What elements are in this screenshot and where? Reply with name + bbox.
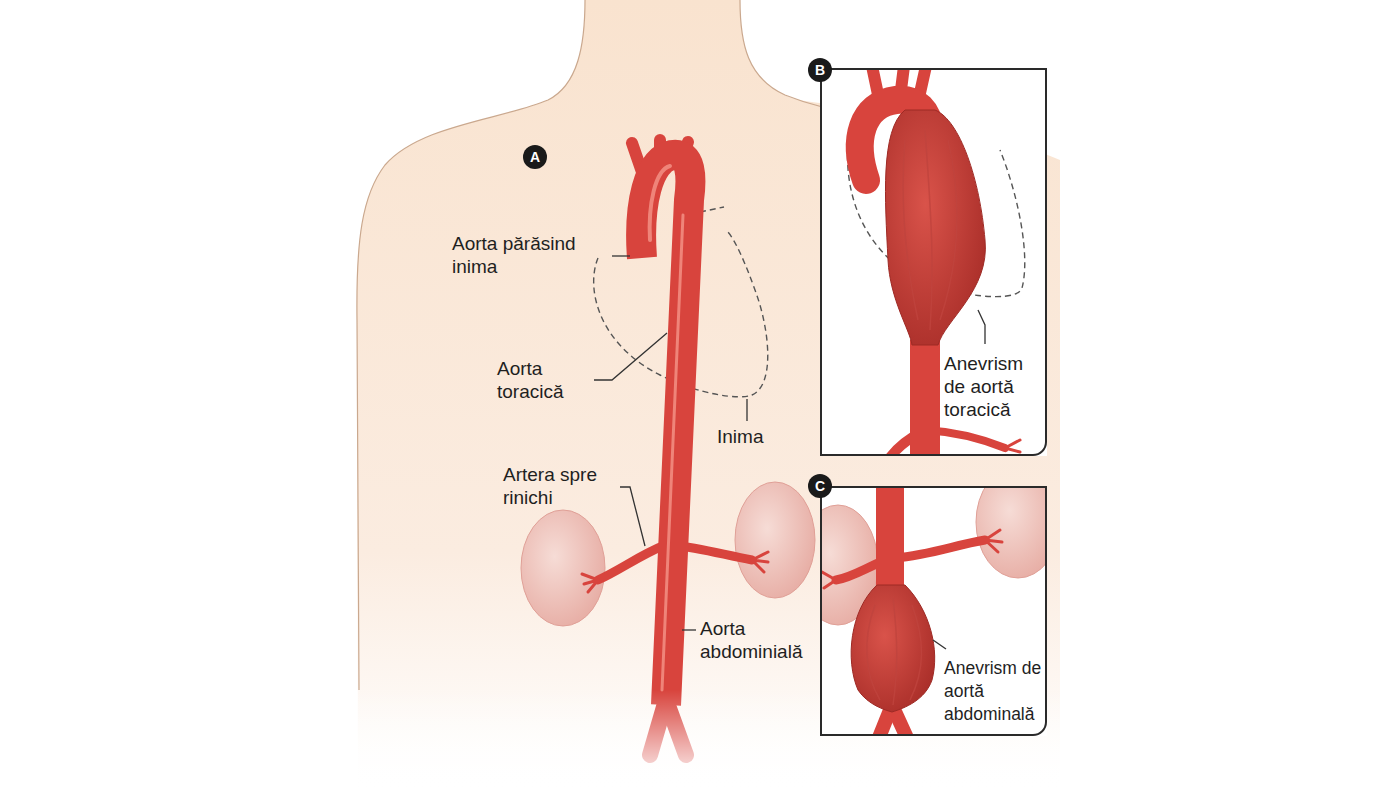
leader-line — [933, 640, 946, 649]
leader-line — [978, 310, 985, 344]
callout-letter: B — [815, 63, 825, 77]
callout-letter: A — [530, 150, 540, 164]
part-label: Aorta toracică — [497, 357, 589, 403]
part-label: Artera spre rinichi — [503, 463, 625, 509]
panel-caption: Anevrism de aortă abdominală — [944, 657, 1043, 726]
panel-caption: Anevrism de aortă toracică — [944, 352, 1043, 421]
inset-panel: Anevrism de aortă toracică — [820, 68, 1047, 456]
callout-circle: C — [808, 474, 832, 498]
body-silhouette — [357, 0, 1060, 788]
aorta — [582, 140, 768, 755]
inset-panel: Anevrism de aortă abdominală — [820, 486, 1047, 736]
abdominal-aneurysm — [822, 488, 1045, 734]
part-label: Aorta abdominială — [700, 617, 830, 663]
part-label: Aorta părăsind inima — [452, 232, 612, 278]
callout-letter: C — [815, 479, 825, 493]
part-label: Inima — [717, 425, 797, 448]
callout-circle: A — [523, 145, 547, 169]
callout-circle: B — [808, 58, 832, 82]
